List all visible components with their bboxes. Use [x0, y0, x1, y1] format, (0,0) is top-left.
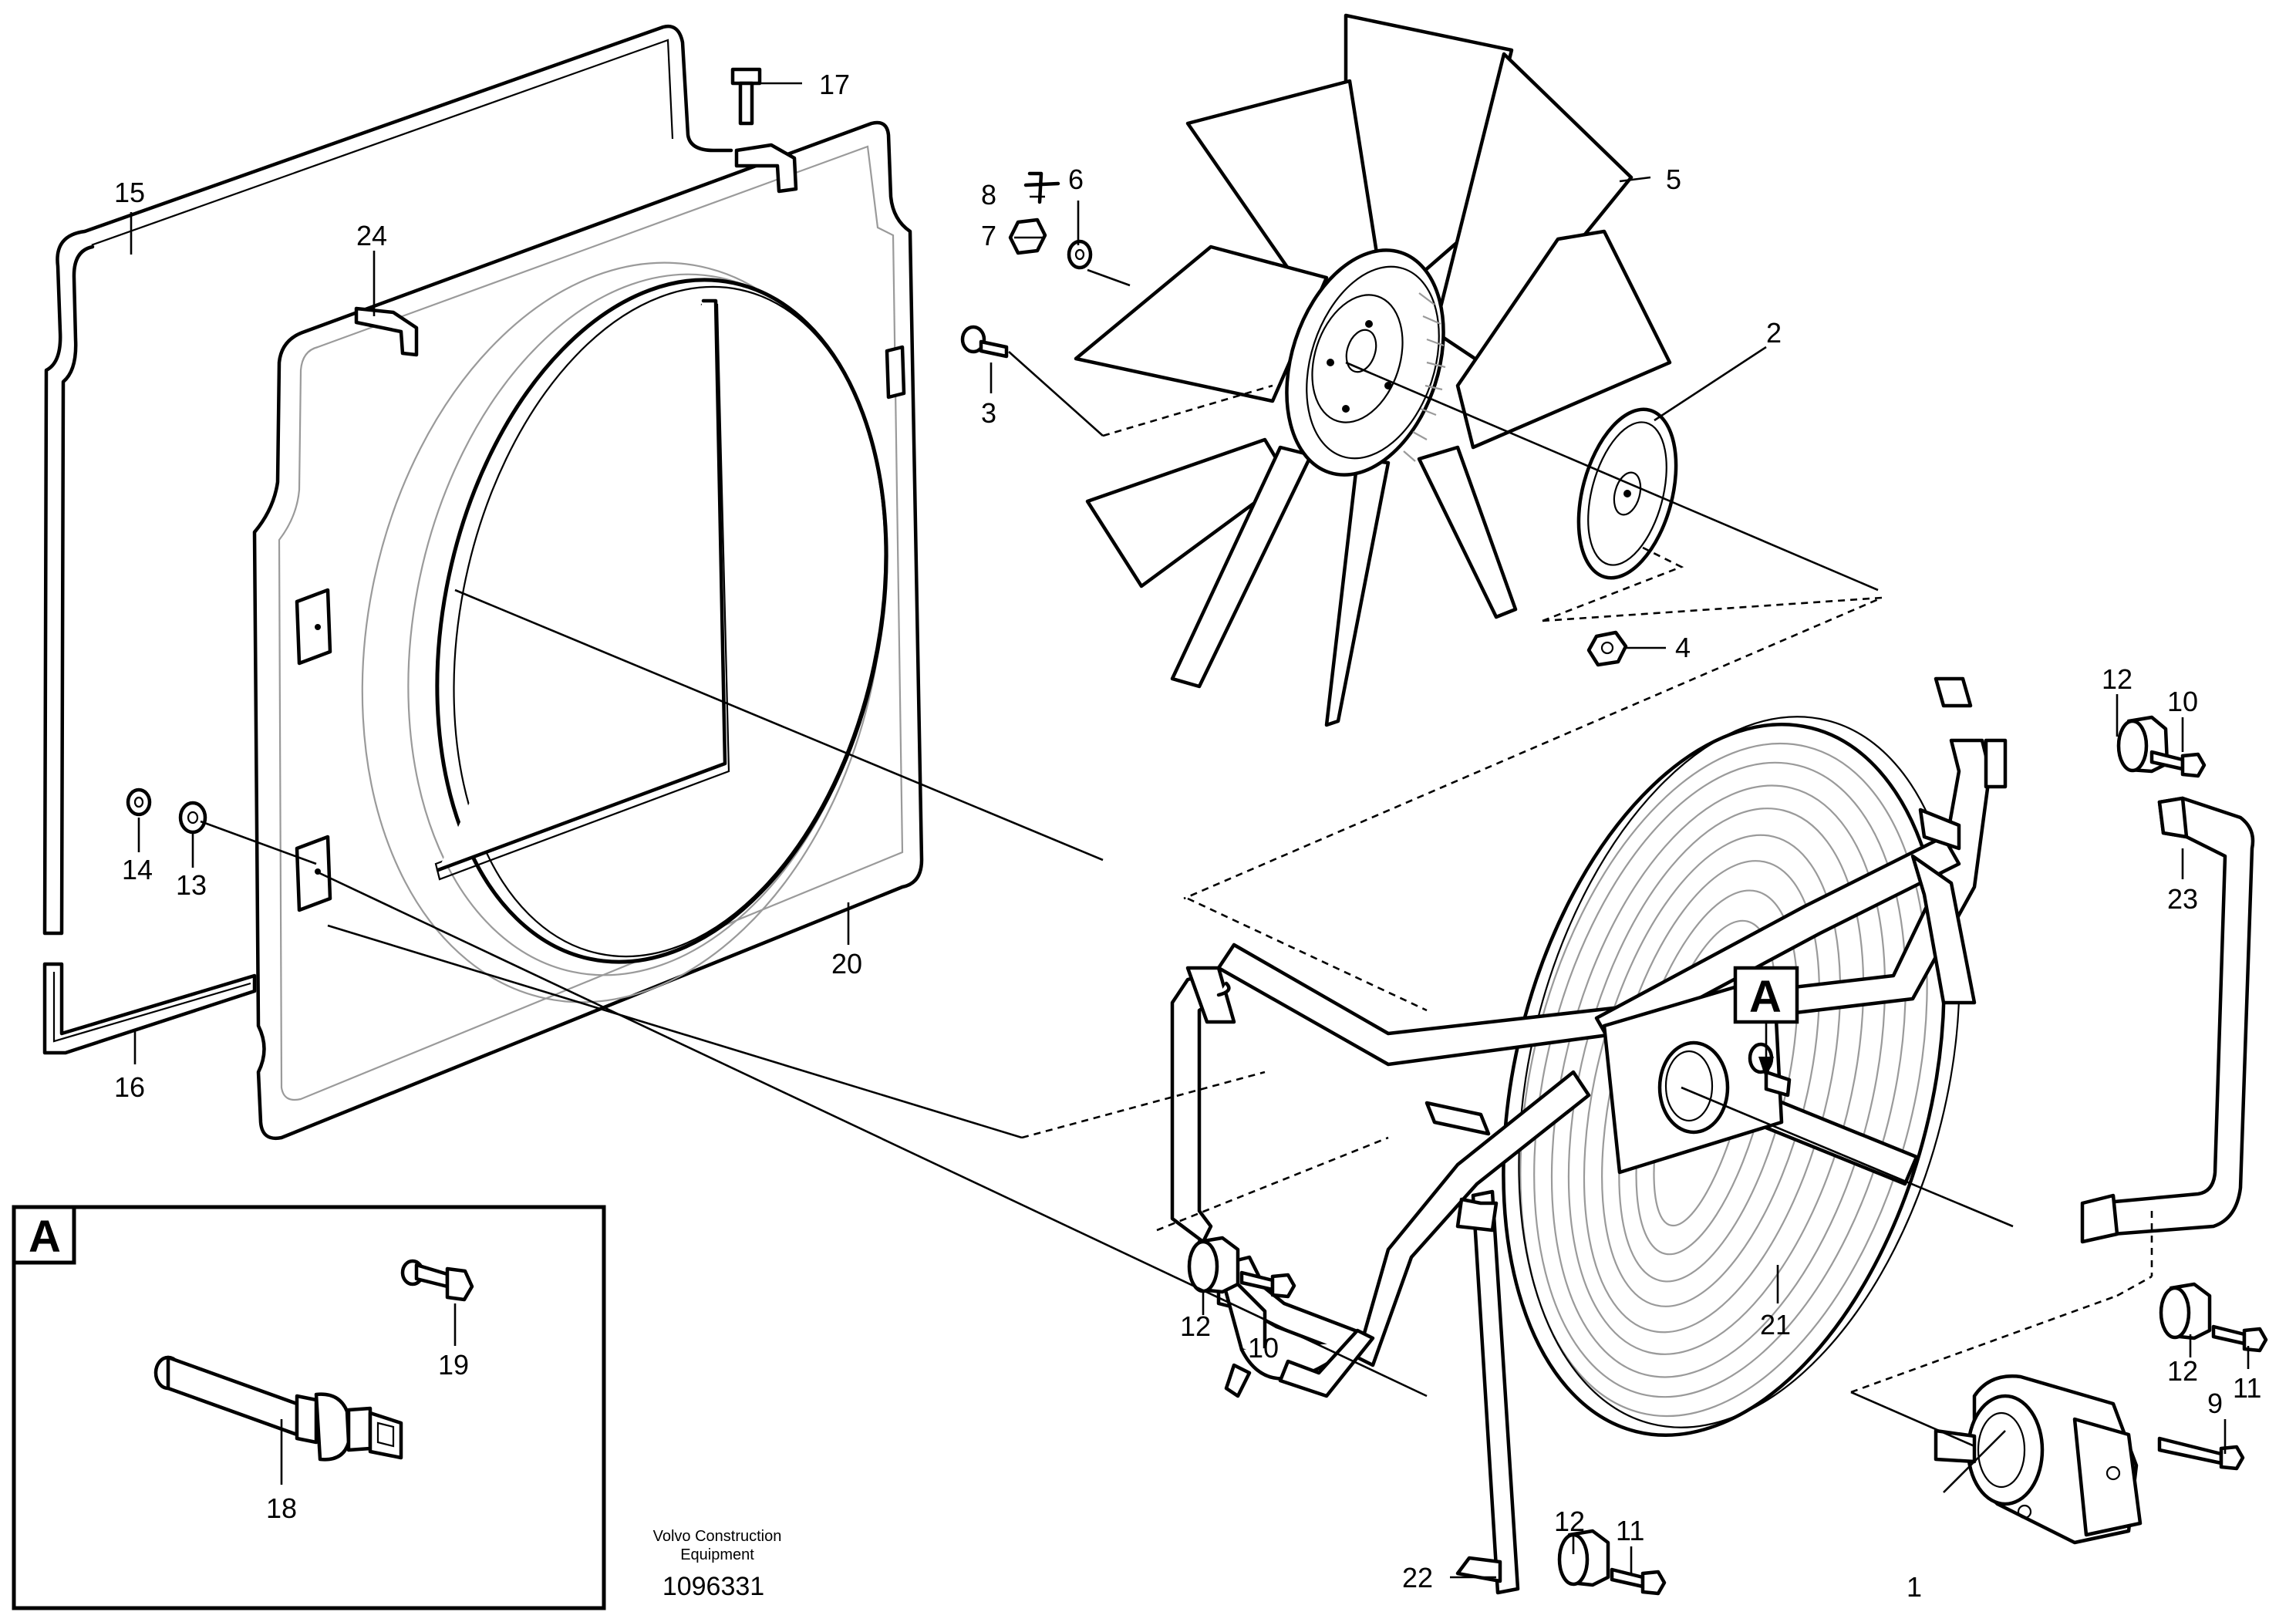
- callout-10-top: 10: [2167, 686, 2198, 717]
- callout-15: 15: [114, 177, 145, 208]
- callout-9: 9: [2207, 1388, 2223, 1419]
- bolt-17: [730, 67, 762, 126]
- detail-marker-letter: A: [1749, 972, 1782, 1022]
- callout-17: 17: [819, 69, 850, 100]
- callout-12-right: 12: [2167, 1355, 2198, 1387]
- callout-21: 21: [1760, 1309, 1791, 1340]
- callout-12-top: 12: [2102, 663, 2132, 695]
- seal-strip-bottom: [42, 962, 257, 1055]
- washer-6: [1067, 239, 1093, 270]
- dashed-lines: [1021, 384, 2153, 1394]
- callout-4: 4: [1675, 632, 1691, 663]
- callout-6: 6: [1068, 164, 1084, 195]
- clip-17: [734, 143, 798, 194]
- callout-14: 14: [122, 854, 153, 885]
- callout-3: 3: [981, 397, 996, 429]
- detail-box-label: A: [29, 1212, 61, 1262]
- callout-23: 23: [2167, 883, 2198, 915]
- detail-box: A: [12, 1205, 606, 1610]
- callout-11-bottom: 11: [1616, 1515, 1644, 1546]
- nut-7: [1008, 218, 1047, 255]
- isolator-12-bottom: [1557, 1529, 1610, 1587]
- bolt-11-right: [2211, 1324, 2268, 1353]
- fan-shroud: [252, 120, 924, 1141]
- bolt-10-top: [2149, 750, 2207, 778]
- callout-7: 7: [981, 220, 996, 251]
- center-lines: [200, 268, 2014, 1448]
- callout-10-left: 10: [1248, 1332, 1279, 1364]
- hydraulic-motor: [1934, 1374, 2143, 1545]
- doc-number: 1096331: [663, 1572, 764, 1601]
- bolt-19: [400, 1259, 474, 1302]
- callout-12-bottom: 12: [1554, 1506, 1585, 1537]
- callout-8: 8: [981, 179, 996, 211]
- clip-24: [354, 306, 419, 357]
- callout-16: 16: [114, 1071, 145, 1103]
- callout-11-right: 11: [2233, 1372, 2261, 1404]
- bolt-9: [2157, 1436, 2245, 1471]
- seal-strip-top: [42, 24, 733, 936]
- washer-13: [178, 801, 207, 835]
- callout-24: 24: [356, 220, 387, 251]
- nut-4: [1586, 630, 1628, 667]
- credit-line-2: Equipment: [680, 1546, 754, 1563]
- callout-2: 2: [1766, 317, 1782, 349]
- bolt-11-bottom: [1610, 1567, 1667, 1596]
- washer-14: [126, 787, 152, 817]
- credit: Volvo Construction Equipment 1096331: [653, 1528, 782, 1601]
- detail-marker: A: [1733, 966, 1799, 1080]
- isolator-12-right: [2159, 1282, 2212, 1340]
- callout-20: 20: [831, 948, 862, 980]
- callout-19: 19: [438, 1349, 469, 1381]
- mounting-bar-right: [2080, 796, 2255, 1244]
- callout-1: 1: [1907, 1571, 1922, 1603]
- callout-22: 22: [1402, 1562, 1433, 1593]
- bolt-10-left: [1239, 1270, 1296, 1299]
- callout-labels: 17 15 24 8 7 6 3 5 2 4 12 10 23 14 13 20…: [114, 69, 2261, 1603]
- guard-frame: [1170, 676, 2008, 1595]
- sensor-18: [153, 1355, 403, 1462]
- callout-18: 18: [266, 1492, 297, 1524]
- hub-cap: [1576, 407, 1678, 580]
- callout-13: 13: [176, 869, 207, 901]
- isolator-12-left: [1187, 1236, 1240, 1294]
- callout-5: 5: [1666, 164, 1681, 195]
- pin-8: [1023, 171, 1060, 204]
- callout-leaders: [130, 82, 2250, 1579]
- callout-12-left: 12: [1180, 1310, 1211, 1342]
- credit-line-1: Volvo Construction: [653, 1528, 782, 1545]
- bolt-3: [960, 325, 1009, 359]
- fan: [1074, 13, 1672, 727]
